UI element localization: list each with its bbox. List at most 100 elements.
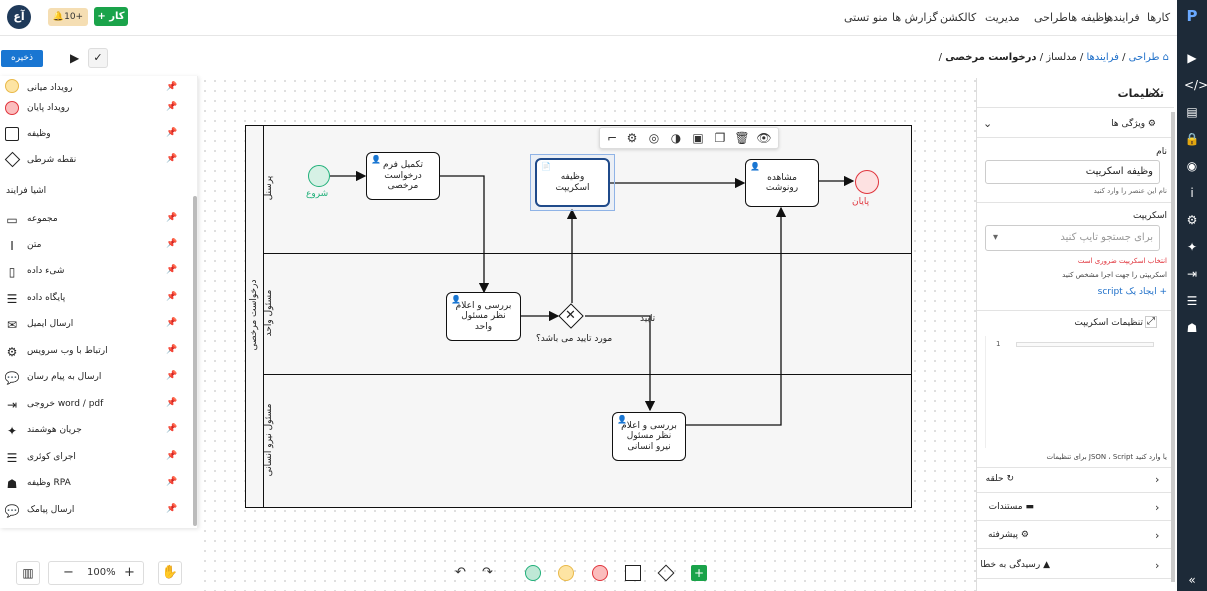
nav-jobs[interactable]: کارها: [1147, 11, 1171, 24]
pin-icon[interactable]: 📌: [166, 371, 178, 381]
docs-section[interactable]: › ▬ مستندات: [977, 495, 1174, 521]
nav-management[interactable]: مدیریت: [985, 11, 1020, 24]
task-review-unit[interactable]: 👤 بررسی و اعلام نظر مسئول واحد: [446, 292, 521, 341]
palette-web-service[interactable]: ⚙ارتباط با وب سرویس📌: [0, 339, 190, 365]
properties-section-header[interactable]: ⌄ ⚙ ویژگی ها: [977, 108, 1174, 138]
add-more-icon[interactable]: +: [691, 565, 707, 581]
script-editor[interactable]: 1: [985, 336, 1161, 448]
expand-icon[interactable]: ⤢: [1145, 316, 1157, 328]
end-event[interactable]: [855, 170, 879, 194]
collapse-icon[interactable]: «: [1188, 573, 1196, 587]
pin-icon[interactable]: 📌: [166, 154, 178, 164]
pin-icon[interactable]: 📌: [166, 292, 178, 302]
info-icon[interactable]: i: [1190, 186, 1194, 200]
play-icon[interactable]: ▶: [70, 51, 80, 65]
copy-icon[interactable]: ❐: [714, 131, 726, 145]
add-intermediate-event-icon[interactable]: [558, 565, 574, 581]
task-view-copy[interactable]: 👤 مشاهده رونوشت: [745, 159, 819, 207]
breadcrumb-processes[interactable]: فرایندها: [1086, 52, 1119, 63]
nav-processes[interactable]: فرایندها: [1104, 11, 1140, 24]
create-script-link[interactable]: + ایجاد یک script: [1097, 287, 1167, 297]
avatar[interactable]: آع: [7, 5, 31, 29]
palette-sms[interactable]: 💬ارسال پیامک📌: [4, 504, 178, 518]
gear-icon[interactable]: ⚙: [1186, 213, 1198, 227]
palette-data-object[interactable]: ▯شیء داده📌: [0, 259, 190, 285]
file-export-icon[interactable]: ⇥: [1186, 267, 1198, 281]
zoom-in-icon[interactable]: +: [124, 565, 135, 580]
nav-test-menu[interactable]: منو تستی: [844, 11, 888, 24]
notification-button[interactable]: 🔔10+: [48, 8, 88, 26]
pin-icon[interactable]: 📌: [166, 102, 178, 112]
close-icon[interactable]: ✕: [1151, 85, 1162, 99]
save-button[interactable]: ذخیره: [1, 50, 43, 67]
palette-database[interactable]: ☰پایگاه داده📌: [0, 286, 190, 312]
gear-icon[interactable]: ⚙: [626, 131, 638, 145]
palette-messenger[interactable]: 💬ارسال به پیام رسان📌: [4, 371, 178, 385]
palette-scrollbar[interactable]: [193, 196, 197, 526]
zoom-out-icon[interactable]: −: [63, 565, 74, 580]
palette-end-event[interactable]: رویداد پایان 📌: [0, 96, 190, 122]
advanced-section[interactable]: › ⚙ پیشرفته: [977, 523, 1174, 549]
palette-rpa[interactable]: ☗وظیفه RPA📌: [0, 471, 190, 497]
pin-icon[interactable]: 📌: [166, 318, 178, 328]
task-script[interactable]: 📄 وظیفه اسکریپت: [535, 158, 610, 207]
pin-icon[interactable]: 📌: [166, 213, 178, 223]
add-task-icon[interactable]: [625, 565, 641, 581]
validate-icon[interactable]: ✓: [88, 48, 108, 68]
pin-icon[interactable]: 📌: [166, 504, 178, 514]
palette-query[interactable]: ☰اجرای کوئری📌: [0, 445, 190, 471]
pin-icon[interactable]: 📌: [166, 345, 178, 355]
palette-gateway[interactable]: نقطه شرطی 📌: [0, 148, 190, 174]
map-icon[interactable]: ▥: [16, 561, 40, 585]
connect-icon[interactable]: ⌐: [606, 131, 618, 145]
settings-scrollbar[interactable]: [1171, 112, 1175, 582]
hand-tool-icon[interactable]: ✋: [158, 561, 182, 585]
pin-icon[interactable]: 📌: [166, 398, 178, 408]
pin-icon[interactable]: 📌: [166, 82, 178, 92]
breadcrumb-design[interactable]: طراحی: [1128, 52, 1160, 63]
palette-export-doc[interactable]: ⇥خروجی word / pdf📌: [0, 392, 190, 418]
magic-wand-icon[interactable]: ✦: [1186, 240, 1198, 254]
error-handling-section[interactable]: › ▲ رسیدگی به خطا: [977, 553, 1174, 579]
redo-icon[interactable]: ↷: [482, 565, 493, 580]
nav-tasks[interactable]: وظیفه ها: [1068, 11, 1110, 24]
script-select[interactable]: برای جستجو تایپ کنید ▾: [985, 225, 1160, 251]
task-fill-form[interactable]: 👤 تکمیل فرم درخواست مرخصی: [366, 152, 440, 200]
pin-icon[interactable]: 📌: [166, 451, 178, 461]
eye-icon[interactable]: 👁: [756, 131, 772, 145]
new-task-button[interactable]: + کار: [94, 7, 128, 26]
palette-intermediate-event[interactable]: رویداد میانی 📌: [0, 76, 190, 102]
home-icon[interactable]: ⌂: [1162, 52, 1169, 63]
pin-icon[interactable]: 📌: [166, 424, 178, 434]
database-icon[interactable]: ☰: [1186, 294, 1198, 308]
clipboard-icon[interactable]: ▣: [692, 131, 704, 145]
trash-icon[interactable]: 🗑: [734, 131, 750, 145]
play-circle-icon[interactable]: ▶: [1187, 51, 1197, 65]
nav-collection[interactable]: کالکشن: [940, 11, 977, 24]
palette-color-icon[interactable]: ◑: [670, 131, 682, 145]
circle-icon[interactable]: ◎: [648, 131, 660, 145]
lock-icon[interactable]: 🔒: [1184, 132, 1200, 146]
envelope-icon: ✉: [6, 318, 18, 332]
nav-reports[interactable]: گزارش ها: [892, 11, 938, 24]
name-input[interactable]: وظیفه اسکریپت: [985, 160, 1160, 184]
pin-icon[interactable]: 📌: [166, 128, 178, 138]
target-icon[interactable]: ◉: [1186, 159, 1198, 173]
palette-group[interactable]: ▭مجموعه📌: [0, 207, 190, 233]
palette-send-email[interactable]: ✉ارسال ایمیل📌: [0, 312, 190, 338]
robot-icon[interactable]: ☗: [1186, 321, 1198, 335]
undo-icon[interactable]: ↶: [455, 565, 466, 580]
pin-icon[interactable]: 📌: [166, 477, 178, 487]
file-icon[interactable]: ▤: [1186, 105, 1198, 119]
add-end-event-icon[interactable]: [592, 565, 608, 581]
pin-icon[interactable]: 📌: [166, 265, 178, 275]
palette-task[interactable]: وظیفه 📌: [0, 122, 190, 148]
nav-design[interactable]: طراحی: [1034, 11, 1068, 24]
start-event[interactable]: [308, 165, 330, 187]
palette-smart-flow[interactable]: ✦جریان هوشمند📌: [0, 418, 190, 444]
loop-section[interactable]: › ↻ حلقه: [977, 467, 1174, 493]
pin-icon[interactable]: 📌: [166, 239, 178, 249]
add-start-event-icon[interactable]: [525, 565, 541, 581]
task-review-hr[interactable]: 👤 بررسی و اعلام نظر مسئول نیرو انسانی: [612, 412, 686, 461]
